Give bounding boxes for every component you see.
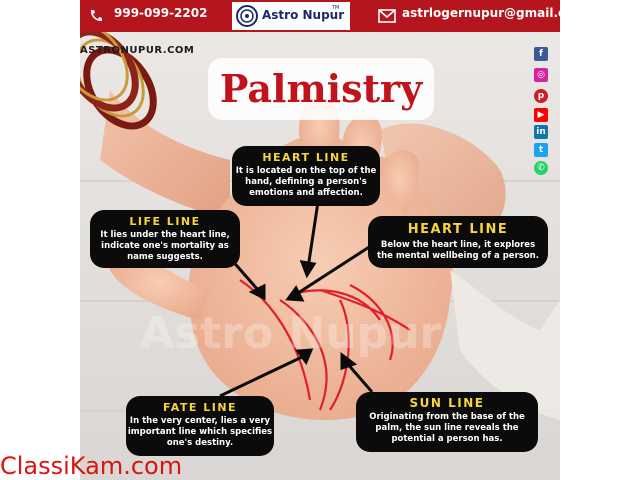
page-title: Palmistry	[219, 66, 423, 111]
card-fate-line: FATE LINE In the very center, lies a ver…	[126, 396, 274, 456]
whatsapp-icon[interactable]: ✆	[534, 161, 548, 175]
card-heart-line-below: HEART LINE Below the heart line, it expl…	[368, 216, 548, 268]
sleeve-shape	[450, 270, 560, 420]
card-text-line: emotions and affection.	[249, 188, 363, 198]
phone-number[interactable]: 999-099-2202	[114, 6, 208, 20]
watermark-text: Astro Nupur	[140, 308, 441, 359]
card-heading: FATE LINE	[162, 401, 238, 414]
footer-brand-link[interactable]: ClassiKam.com	[0, 452, 183, 480]
title-panel: Palmistry	[208, 58, 434, 120]
card-heading: HEART LINE	[262, 151, 350, 164]
card-text-line: In the very center, lies a very	[129, 416, 271, 426]
card-text-line: potential a person has.	[391, 434, 503, 444]
brand-logo: Astro Nupur TM	[232, 2, 350, 30]
card-heart-line-top: HEART LINE It is located on the top of t…	[232, 146, 380, 206]
left-forearm-shape	[100, 90, 230, 220]
card-text-line: It is located on the top of the	[235, 166, 377, 176]
card-heading: LIFE LINE	[129, 215, 201, 228]
card-text-line: Below the heart line, it explores	[380, 240, 536, 250]
twitter-icon[interactable]: t	[534, 143, 548, 157]
card-text-line: palm, the sun line reveals the	[375, 423, 519, 433]
card-text-line: indicate one's mortality as	[101, 241, 229, 251]
card-text-line: name suggests.	[127, 252, 203, 262]
card-heading: HEART LINE	[407, 222, 509, 237]
email-address[interactable]: astrlogernupur@gmail.com	[402, 6, 560, 20]
email-icon	[378, 9, 396, 23]
card-sun-line: SUN LINE Originating from the base of th…	[356, 392, 538, 452]
card-text-line: important line which specifies	[127, 427, 273, 437]
brand-name: Astro Nupur	[262, 8, 345, 22]
youtube-icon[interactable]: ▶	[534, 108, 548, 122]
card-text-line: It lies under the heart line,	[100, 230, 230, 240]
finger-shape	[380, 150, 420, 215]
palmistry-poster: Astro Nupur 999-099-2202 Astro Nupur TM	[80, 0, 560, 480]
instagram-icon[interactable]: ◎	[534, 68, 548, 82]
card-text-line: one's destiny.	[166, 438, 234, 448]
zodiac-wheel-icon	[236, 5, 258, 27]
header-bar: 999-099-2202 Astro Nupur TM astrlogernup…	[80, 0, 560, 32]
card-text-line: the mental wellbeing of a person.	[377, 251, 539, 261]
site-url[interactable]: ASTRONUPUR.COM	[80, 45, 195, 56]
card-text-line: hand, defining a person's	[245, 177, 367, 187]
thumb-shape	[109, 250, 210, 320]
linkedin-icon[interactable]: in	[534, 125, 548, 139]
card-heading: SUN LINE	[409, 396, 485, 410]
pinterest-icon[interactable]: p	[534, 89, 548, 103]
phone-icon	[90, 10, 102, 22]
trademark-mark: TM	[332, 5, 340, 11]
bangles	[80, 22, 157, 130]
card-life-line: LIFE LINE It lies under the heart line, …	[90, 210, 240, 268]
card-text-line: Originating from the base of the	[369, 412, 525, 422]
facebook-icon[interactable]: f	[534, 47, 548, 61]
